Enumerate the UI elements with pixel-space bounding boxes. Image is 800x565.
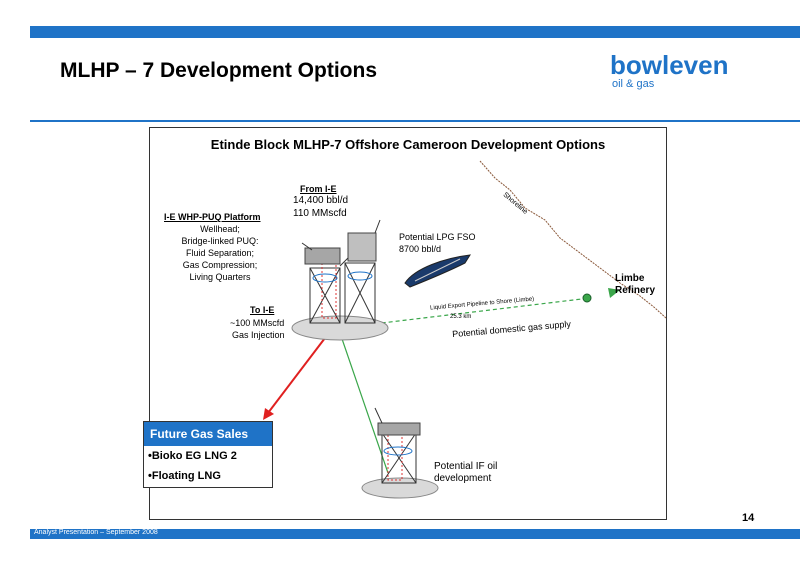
page-title: MLHP – 7 Development Options: [60, 59, 377, 82]
from-ie-label: From I-E: [300, 184, 337, 194]
header-rule: [30, 120, 800, 122]
logo-subtitle: oil & gas: [612, 78, 655, 90]
figure-drawing: [263, 160, 666, 499]
if-oil-platform: [361, 407, 439, 499]
from-ie-gas: 110 MMscfd: [293, 208, 347, 219]
platform-line-3: Fluid Separation;: [185, 248, 255, 258]
lpg-fso-rate: 8700 bbl/d: [399, 244, 442, 254]
future-gas-sales-box: Future Gas Sales •Bioko EG LNG 2 •Floati…: [143, 421, 273, 488]
gas-sales-arrow: [267, 337, 326, 414]
platform-line-4: Gas Compression;: [182, 260, 258, 270]
company-logo: bowleven oil & gas: [610, 50, 750, 95]
if-oil-label-2: development: [434, 473, 492, 484]
platform-label: I-E WHP-PUQ Platform: [164, 212, 261, 222]
from-ie-oil: 14,400 bbl/d: [293, 195, 349, 206]
page-number: 14: [742, 512, 755, 524]
refinery-marker: [582, 293, 592, 303]
platform-line-5: Living Quarters: [189, 272, 251, 282]
refinery-label-1: Limbe: [615, 273, 645, 284]
pipeline-distance: 25.3 km: [450, 314, 472, 320]
to-ie-injection: Gas Injection: [232, 330, 285, 340]
if-oil-line: [339, 332, 389, 474]
if-oil-label-1: Potential IF oil: [434, 461, 498, 472]
platform-line-1: Wellhead;: [200, 224, 240, 234]
platform-line-2: Bridge-linked PUQ:: [181, 236, 259, 246]
sales-item-bioko: •Bioko EG LNG 2: [148, 450, 237, 462]
to-ie-gas: ~100 MMscfd: [230, 318, 285, 328]
top-accent-bar: [30, 26, 800, 38]
sales-item-flng: •Floating LNG: [148, 470, 221, 482]
gas-sales-arrow-head: [263, 408, 274, 420]
logo-wordmark: bowleven: [610, 50, 729, 80]
shoreline-line: [479, 160, 666, 319]
main-platform: [291, 219, 389, 341]
figure-title: Etinde Block MLHP-7 Offshore Cameroon De…: [210, 137, 606, 152]
lpg-fso-label: Potential LPG FSO: [399, 232, 476, 242]
future-gas-sales-header: Future Gas Sales: [144, 422, 272, 446]
refinery-arrow-head: [608, 288, 620, 298]
footer-text: Analyst Presentation – September 2008: [34, 529, 158, 536]
to-ie-label: To I-E: [250, 305, 275, 315]
refinery-label-2: Refinery: [615, 285, 656, 296]
fso-vessel: [404, 254, 471, 288]
footer-bar: [30, 529, 800, 539]
